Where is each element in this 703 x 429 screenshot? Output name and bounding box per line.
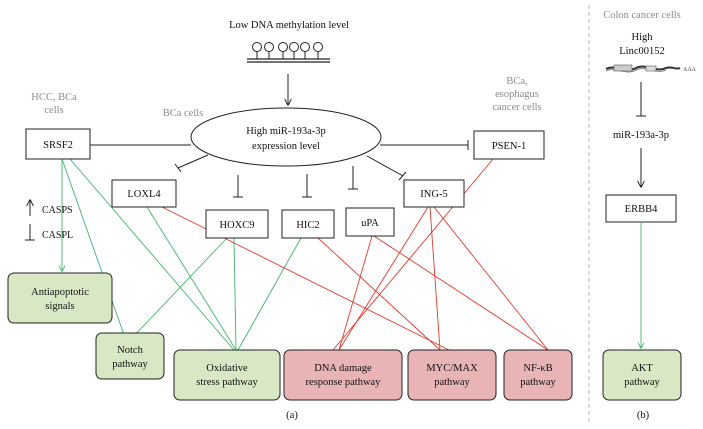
lncrna-strand-icon: AAA: [605, 64, 697, 73]
panel-b-header: Colon cancer cells: [603, 10, 681, 21]
pathway-nfkb: NF-κB pathway: [503, 349, 573, 401]
target-srsf2-label: SRSF2: [43, 140, 73, 151]
pathway-akt: AKT pathway: [602, 349, 682, 401]
target-erbb4-label: ERBB4: [625, 204, 658, 215]
svg-text:AAA: AAA: [683, 67, 697, 73]
annotation-bca: BCa cells: [163, 108, 204, 119]
target-psen1-label: PSEN-1: [492, 141, 526, 152]
pathway-oxidative-line2: stress pathway: [196, 377, 258, 388]
annotation-hcc-bca-line1: HCC, BCa: [31, 92, 77, 103]
pathway-dna-damage-line2: response pathway: [306, 377, 382, 388]
red-edges: [161, 158, 549, 351]
annotation-bca-esophagus-line3: cancer cells: [492, 102, 541, 113]
target-ing5: ING-5: [403, 179, 465, 208]
pathway-oxidative-line1: Oxidative: [206, 363, 248, 374]
target-loxl4: LOXL4: [111, 179, 177, 208]
target-hic2-label: HIC2: [296, 220, 319, 231]
low-methylation-label: Low DNA methylation level: [229, 20, 349, 31]
panel-b-high: High: [632, 32, 654, 43]
pathway-notch-line2: pathway: [112, 359, 148, 370]
panel-b: Colon cancer cells High Linc00152 AAA mi…: [602, 10, 697, 421]
pathway-notch-line1: Notch: [117, 345, 143, 356]
panel-b-mir: miR-193a-3p: [613, 130, 669, 141]
pathway-notch: Notch pathway: [95, 332, 165, 380]
target-erbb4: ERBB4: [605, 194, 677, 223]
panel-b-lnc: Linc00152: [619, 46, 665, 57]
mir193a-line1: High miR-193a-3p: [246, 126, 326, 137]
target-hoxc9-label: HOXC9: [219, 220, 254, 231]
annotation-bca-esophagus-line2: esophagus: [495, 89, 539, 100]
caspl-label: CASPL: [42, 230, 73, 241]
casps-label: CASPS: [42, 205, 73, 216]
target-srsf2: SRSF2: [25, 128, 91, 160]
caption-a: (a): [286, 410, 298, 421]
annotation-hcc-bca-line2: cells: [44, 105, 63, 116]
pathway-antiapoptotic-line1: Antiapoptotic: [31, 287, 89, 298]
pathway-akt-line2: pathway: [624, 377, 660, 388]
green-edges: [62, 158, 302, 351]
pathway-oxidative: Oxidative stress pathway: [173, 349, 281, 401]
target-psen1: PSEN-1: [473, 130, 545, 160]
pathway-myc-max-line2: pathway: [434, 377, 470, 388]
mir193a-line2: expression level: [252, 141, 320, 152]
casp-indicators: CASPS CASPL: [25, 200, 73, 241]
mir193a-node: High miR-193a-3p expression level: [190, 107, 382, 167]
pathway-dna-damage-line1: DNA damage: [314, 363, 372, 374]
pathway-antiapoptotic: Antiapoptotic signals: [7, 272, 113, 324]
pathway-myc-max: MYC/MAX pathway: [407, 349, 497, 401]
caption-b: (b): [637, 410, 650, 421]
annotation-bca-esophagus-line1: BCa,: [506, 76, 527, 87]
panel-a: Low DNA methylation level High miR-193a-…: [7, 20, 573, 421]
target-loxl4-label: LOXL4: [127, 189, 161, 200]
pathway-akt-line1: AKT: [631, 363, 653, 374]
pathway-myc-max-line1: MYC/MAX: [426, 363, 478, 374]
pathway-nfkb-line1: NF-κB: [523, 363, 552, 374]
pathway-antiapoptotic-line2: signals: [45, 301, 74, 312]
dna-methylation-icon: [247, 42, 330, 63]
pathway-nfkb-line2: pathway: [520, 377, 556, 388]
pathway-dna-damage: DNA damage response pathway: [283, 349, 403, 401]
target-upa: uPA: [345, 207, 395, 237]
target-ing5-label: ING-5: [420, 189, 447, 200]
target-hoxc9: HOXC9: [205, 209, 269, 239]
target-upa-label: uPA: [361, 218, 379, 229]
target-hic2: HIC2: [281, 209, 335, 239]
inhibition-edges: [79, 140, 469, 198]
